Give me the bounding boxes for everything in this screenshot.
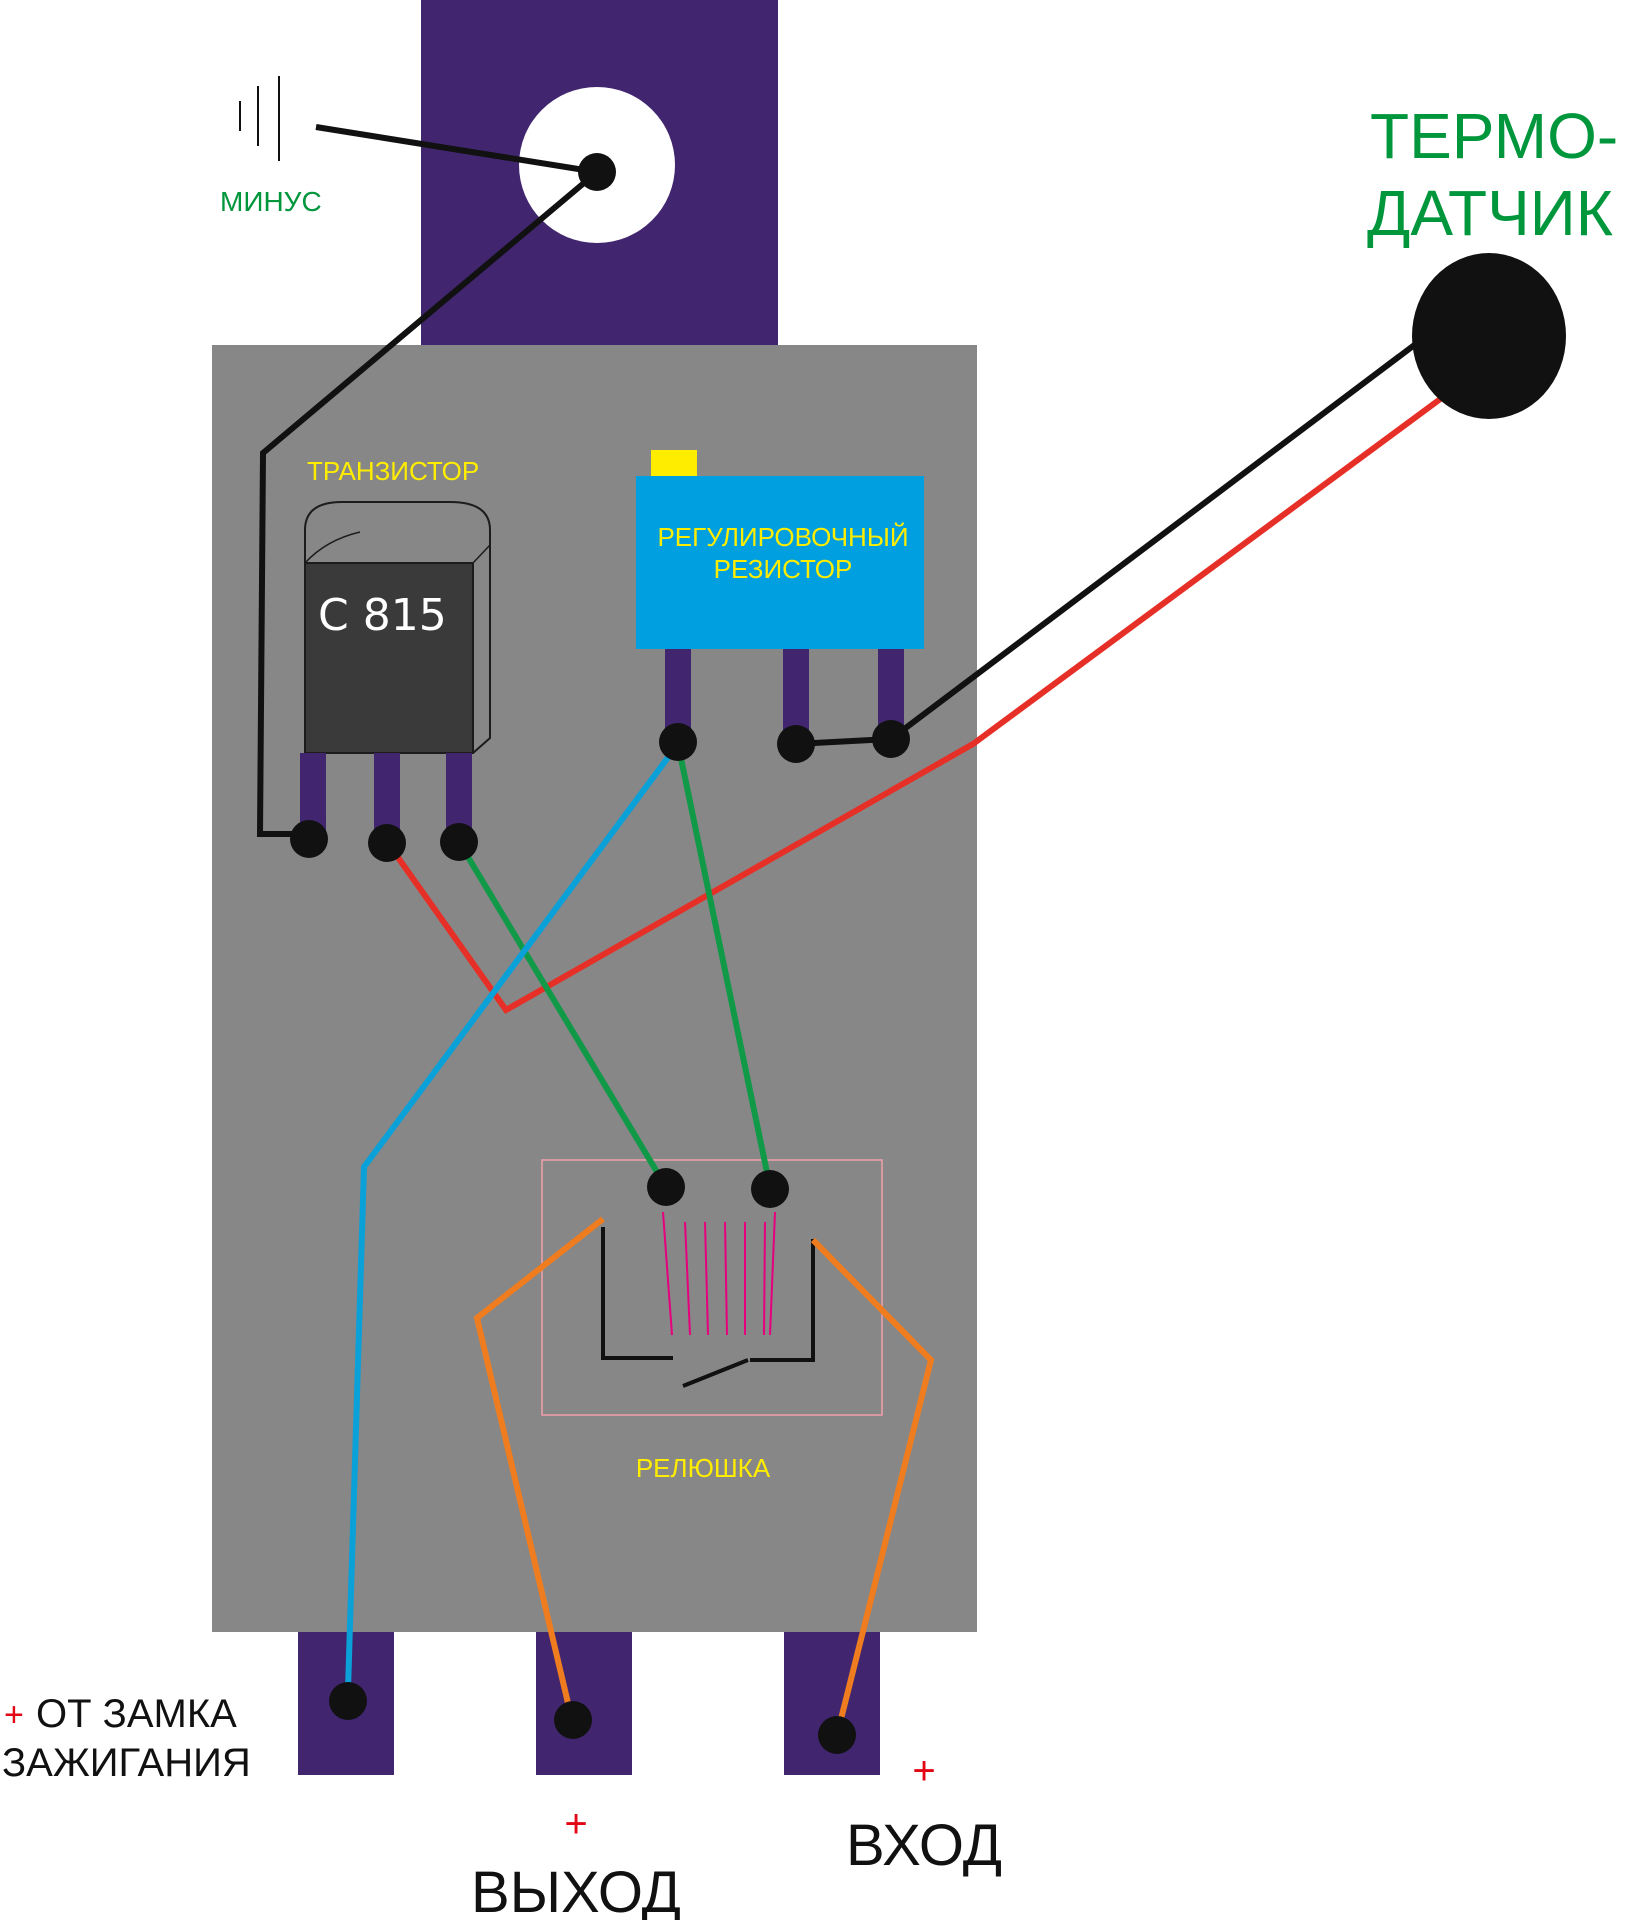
wire-output-orange xyxy=(473,1216,605,1721)
transistor-model-label: C 815 xyxy=(318,590,447,641)
node-input xyxy=(818,1716,856,1754)
relay-coil xyxy=(662,1211,776,1336)
wire-resistor-green xyxy=(675,743,773,1188)
terminal-input xyxy=(784,1632,880,1775)
thermo-label-line2: ДАТЧИК xyxy=(1367,177,1613,249)
node-output xyxy=(554,1701,592,1739)
node-resistor-right xyxy=(872,720,910,758)
relay-contacts xyxy=(601,1227,815,1388)
wire-base-green xyxy=(456,840,669,1189)
wire-input-orange xyxy=(810,1237,935,1736)
transistor-label: ТРАНЗИСТОР xyxy=(307,456,479,486)
output-plus-sign: + xyxy=(564,1802,587,1846)
node-resistor-middle xyxy=(777,725,815,763)
node-ignition xyxy=(329,1682,367,1720)
wire-sensor-red xyxy=(384,394,1445,1014)
thermo-label-line1: ТЕРМО- xyxy=(1370,100,1618,172)
node-transistor-emitter xyxy=(290,820,328,858)
wire-emitter-black xyxy=(256,169,599,837)
resistor-label-line1: РЕГУЛИРОВОЧНЫЙ xyxy=(657,522,908,552)
wire-sensor-black xyxy=(889,337,1423,742)
node-relay-coil-left xyxy=(647,1168,685,1206)
minus-label: МИНУС xyxy=(220,186,322,217)
terminal-output xyxy=(536,1632,632,1775)
wire-ignition-blue xyxy=(345,742,681,1691)
transistor-icon xyxy=(304,501,491,754)
input-plus-sign: + xyxy=(912,1749,935,1793)
resistor-label-line2: РЕЗИСТОР xyxy=(714,554,853,584)
wire-ground-black xyxy=(315,124,598,175)
resistor-knob xyxy=(651,450,697,476)
thermo-sensor xyxy=(1412,253,1566,419)
relay-outline xyxy=(541,1159,883,1416)
output-label: ВЫХОД xyxy=(471,1860,681,1920)
input-label: ВХОД xyxy=(846,1813,1002,1878)
node-relay-coil-right xyxy=(751,1170,789,1208)
node-transistor-base xyxy=(440,823,478,861)
ignition-label-line2: ЗАЖИГАНИЯ xyxy=(2,1741,251,1785)
relay-label: РЕЛЮШКА xyxy=(636,1453,771,1483)
node-resistor-left xyxy=(659,723,697,761)
node-ground xyxy=(578,153,616,191)
node-transistor-collector xyxy=(368,824,406,862)
ignition-label-line1: ОТ ЗАМКА xyxy=(36,1692,237,1736)
adjustable-resistor xyxy=(636,476,924,649)
ground-symbol-icon xyxy=(239,76,280,161)
ignition-plus-sign: + xyxy=(4,1696,24,1734)
